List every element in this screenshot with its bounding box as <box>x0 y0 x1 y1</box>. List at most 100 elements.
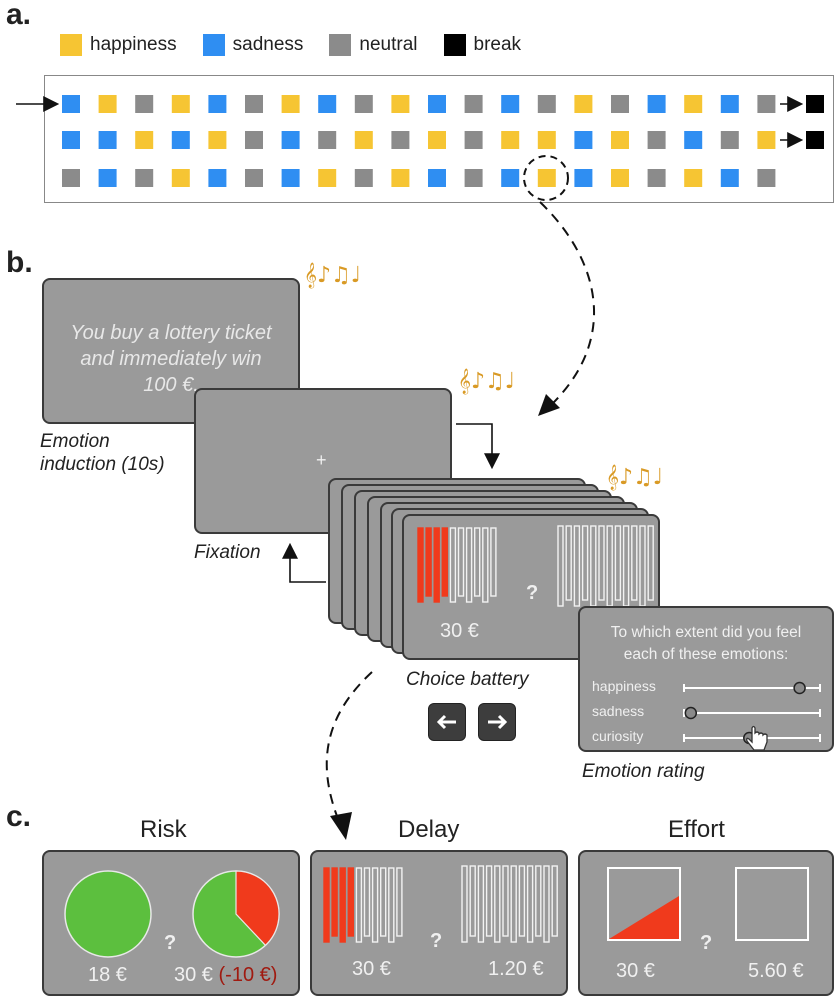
rating-title-line: To which extent did you feel <box>610 624 802 641</box>
sadness-square <box>428 95 446 113</box>
induction-label-line: induction (10s) <box>40 454 165 475</box>
happiness-square <box>684 95 703 113</box>
left-arrow-icon <box>436 714 456 730</box>
empty-bar <box>371 867 379 943</box>
legend: happiness sadness neutral break <box>60 34 533 56</box>
risk-left-amount: 18 € <box>88 964 127 986</box>
music-notes-icon: 𝄞♪♫♩ <box>606 464 663 490</box>
rating-label: Emotion rating <box>582 761 705 782</box>
neutral-square <box>757 95 776 113</box>
legend-label: break <box>473 34 522 55</box>
rating-screen: To which extent did you feel each of the… <box>578 606 834 752</box>
empty-bar <box>535 865 542 937</box>
sadness-square <box>501 95 520 113</box>
choice-amount: 30 € <box>440 620 479 642</box>
empty-bar <box>526 865 534 943</box>
empty-bar <box>482 527 489 603</box>
slider-handle[interactable] <box>684 706 698 720</box>
filled-bar <box>339 867 346 943</box>
sadness-square <box>318 95 337 113</box>
slider-handle[interactable] <box>793 681 806 695</box>
legend-swatch <box>60 34 82 56</box>
rating-sliders[interactable] <box>580 608 836 754</box>
sadness-square <box>720 169 739 187</box>
filled-bar <box>323 867 330 943</box>
filled-bar <box>425 527 432 597</box>
legend-happiness: happiness <box>60 34 177 56</box>
neutral-square <box>135 169 154 187</box>
happiness-square <box>98 95 117 113</box>
empty-bar <box>388 867 395 943</box>
happiness-square <box>171 169 190 187</box>
empty-bar <box>581 525 589 601</box>
neutral-square <box>647 131 666 149</box>
left-arrow-key[interactable] <box>428 703 466 741</box>
right-arrow-key[interactable] <box>478 703 516 741</box>
happiness-square <box>574 95 593 113</box>
happiness-square <box>208 131 227 149</box>
risk-title: Risk <box>140 816 187 843</box>
effort-left-square <box>607 867 681 941</box>
sadness-square <box>720 95 739 113</box>
empty-bar <box>465 527 473 603</box>
delay-bars <box>323 865 558 943</box>
empty-bar <box>598 525 605 601</box>
empty-bar <box>518 865 526 937</box>
happiness-square <box>611 169 629 187</box>
happiness-square <box>171 95 190 113</box>
legend-swatch <box>443 34 466 56</box>
happiness-square <box>318 169 337 187</box>
sadness-square <box>98 131 117 149</box>
legend-label: sadness <box>232 34 304 55</box>
effort-left-fill <box>609 896 679 939</box>
panel-a-label: a. <box>6 0 32 31</box>
neutral-square <box>757 169 776 187</box>
rating-label-happiness: happiness <box>592 678 656 694</box>
empty-bar <box>494 865 501 943</box>
happiness-square <box>428 131 446 149</box>
legend-break: break <box>443 34 522 56</box>
empty-bar <box>490 527 497 597</box>
sadness-square <box>62 131 80 149</box>
effort-question: ? <box>700 932 713 954</box>
happiness-square <box>611 131 629 149</box>
induction-label-line: Emotion <box>40 431 110 452</box>
neutral-square <box>62 169 80 187</box>
happiness-square <box>391 95 410 113</box>
break-square-2 <box>806 131 824 149</box>
risk-loss: (-10 €) <box>218 964 278 986</box>
legend-label: happiness <box>90 34 177 55</box>
empty-bar <box>355 867 363 943</box>
empty-bar <box>647 525 654 601</box>
happiness-square <box>537 131 556 149</box>
choice-bars <box>417 525 654 607</box>
legend-label: neutral <box>359 34 418 55</box>
neutral-square <box>464 131 483 149</box>
neutral-square <box>245 95 263 113</box>
choice-label: Choice battery <box>406 669 529 690</box>
neutral-square <box>464 169 483 187</box>
fixation-label: Fixation <box>194 542 261 563</box>
dashed-arrowhead-trial <box>538 394 560 416</box>
empty-bar <box>469 865 476 937</box>
effort-squares <box>607 867 809 941</box>
empty-bar <box>557 525 564 607</box>
filled-bar <box>433 527 440 603</box>
neutral-square <box>135 95 154 113</box>
sadness-square <box>574 169 593 187</box>
delay-screen: ? 30 € 1.20 € <box>310 850 568 996</box>
highlight-circle <box>523 155 569 201</box>
neutral-square <box>611 95 629 113</box>
empty-bar <box>614 525 622 601</box>
empty-bar <box>477 865 485 943</box>
dashed-arrow-trial <box>539 201 595 409</box>
music-notes-icon: 𝄞♪♫♩ <box>458 368 515 394</box>
effort-right-amount: 5.60 € <box>748 960 804 982</box>
happiness-square <box>501 131 520 149</box>
panel-b-label: b. <box>6 246 33 279</box>
neutral-square <box>245 169 263 187</box>
risk-right-amount: 30 € (-10 €) <box>174 964 277 987</box>
happiness-square <box>354 131 373 149</box>
rating-label-curiosity: curiosity <box>592 728 644 744</box>
risk-screen: ? 18 € 30 € (-10 €) <box>42 850 300 996</box>
